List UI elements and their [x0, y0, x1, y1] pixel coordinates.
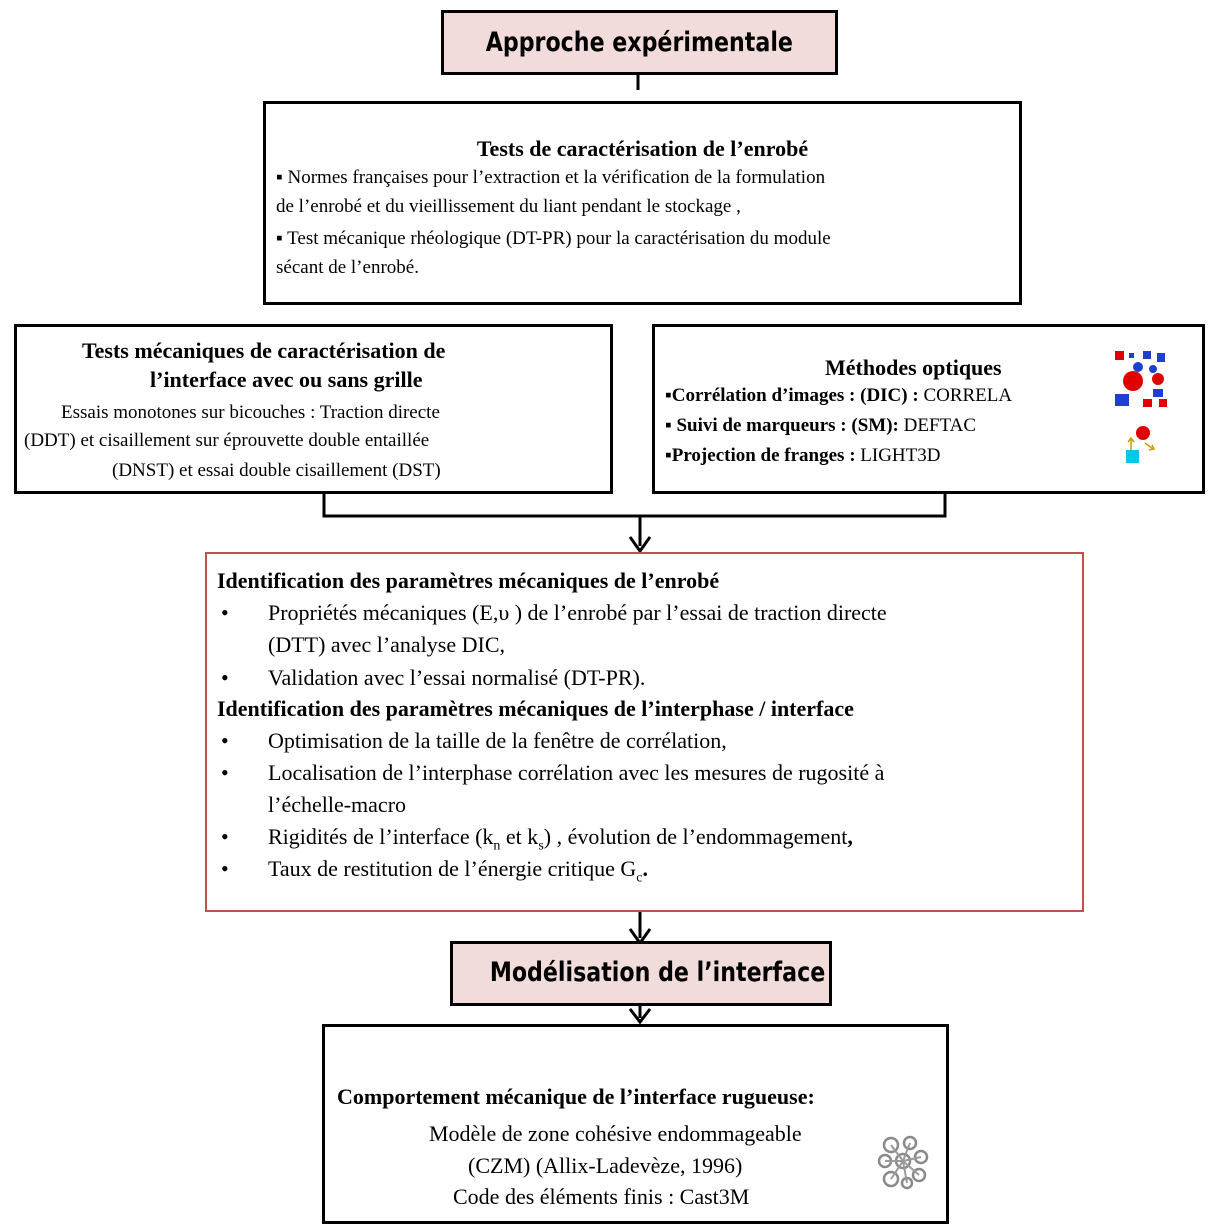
- arrow-head-1: [628, 536, 652, 554]
- enrobe-bullet1-line2: de l’enrobé et du vieillissement du lian…: [276, 196, 741, 217]
- bullet-dot: •: [221, 760, 229, 785]
- optical-title: Méthodes optiques: [825, 355, 1002, 380]
- arrow-head-3: [628, 1008, 652, 1025]
- behaviour-title: Comportement mécanique de l’interface ru…: [337, 1084, 815, 1109]
- behaviour-line3: Code des éléments finis : Cast3M: [453, 1184, 750, 1209]
- behaviour-line1: Modèle de zone cohésive endommageable: [429, 1121, 802, 1146]
- finite-element-mesh-icon: [877, 1135, 929, 1190]
- modelisation-box: Modélisation de l’interface: [450, 941, 832, 1006]
- bullet-dot: •: [221, 665, 229, 690]
- correlation-image-icon: [1115, 351, 1167, 407]
- identification-heading-interface: Identification des paramètres mécaniques…: [217, 696, 854, 721]
- optical-item-sm: ▪ Suivi de marqueurs : (SM): DEFTAC: [665, 415, 976, 436]
- approach-title: Approche expérimentale: [485, 27, 794, 58]
- bullet-dot: •: [221, 600, 229, 625]
- identification-heading-enrobe: Identification des paramètres mécaniques…: [217, 568, 720, 593]
- modelisation-title: Modélisation de l’interface: [489, 957, 826, 988]
- enrobe-bullet1-line1: ▪ Normes françaises pour l’extraction et…: [276, 167, 826, 188]
- identification-b1-line2: (DTT) avec l’analyse DIC,: [268, 632, 506, 657]
- enrobe-bullet2-line2: sécant de l’enrobé.: [276, 257, 419, 278]
- marker-tracking-icon: [1126, 426, 1156, 463]
- connector-bracket: [322, 492, 947, 518]
- interface-tests-line3: (DNST) et essai double cisaillement (DST…: [112, 460, 441, 481]
- identification-b4-line2: l’échelle-macro: [268, 792, 407, 817]
- enrobe-tests-box: Tests de caractérisation de l’enrobé ▪ N…: [263, 101, 1022, 305]
- behaviour-line2: (CZM) (Allix-Ladevèze, 1996): [468, 1153, 743, 1178]
- interface-tests-title-line1: Tests mécaniques de caractérisation de: [82, 338, 446, 363]
- bullet-dot: •: [221, 728, 229, 753]
- optical-box: Méthodes optiques ▪Corrélation d’images …: [652, 324, 1205, 494]
- optical-item-dic: ▪Corrélation d’images : (DIC) : CORRELA: [665, 385, 1013, 406]
- identification-b5: Rigidités de l’interface (kn et ks) , év…: [268, 824, 853, 854]
- identification-b6: Taux de restitution de l’énergie critiqu…: [268, 856, 648, 886]
- interface-tests-box: Tests mécaniques de caractérisation de l…: [14, 324, 613, 494]
- identification-b4-line1: Localisation de l’interphase corrélation…: [268, 760, 885, 785]
- identification-b3: Optimisation de la taille de la fenêtre …: [268, 728, 727, 753]
- interface-tests-line2: (DDT) et cisaillement sur éprouvette dou…: [24, 430, 430, 451]
- optical-item-projection: ▪Projection de franges : LIGHT3D: [665, 445, 941, 466]
- enrobe-tests-title: Tests de caractérisation de l’enrobé: [476, 136, 809, 161]
- identification-b1-line1: Propriétés mécaniques (E,υ ) de l’enrobé…: [268, 600, 887, 625]
- interface-tests-title-line2: l’interface avec ou sans grille: [150, 367, 423, 392]
- approach-box: Approche expérimentale: [441, 10, 838, 75]
- identification-box: Identification des paramètres mécaniques…: [205, 552, 1084, 912]
- behaviour-box: Comportement mécanique de l’interface ru…: [322, 1024, 949, 1224]
- bullet-dot: •: [221, 824, 229, 849]
- interface-tests-line1: Essais monotones sur bicouches : Tractio…: [61, 402, 440, 423]
- identification-b2: Validation avec l’essai normalisé (DT-PR…: [268, 665, 646, 690]
- enrobe-bullet2-line1: ▪ Test mécanique rhéologique (DT-PR) pou…: [276, 228, 831, 249]
- bullet-dot: •: [221, 856, 229, 881]
